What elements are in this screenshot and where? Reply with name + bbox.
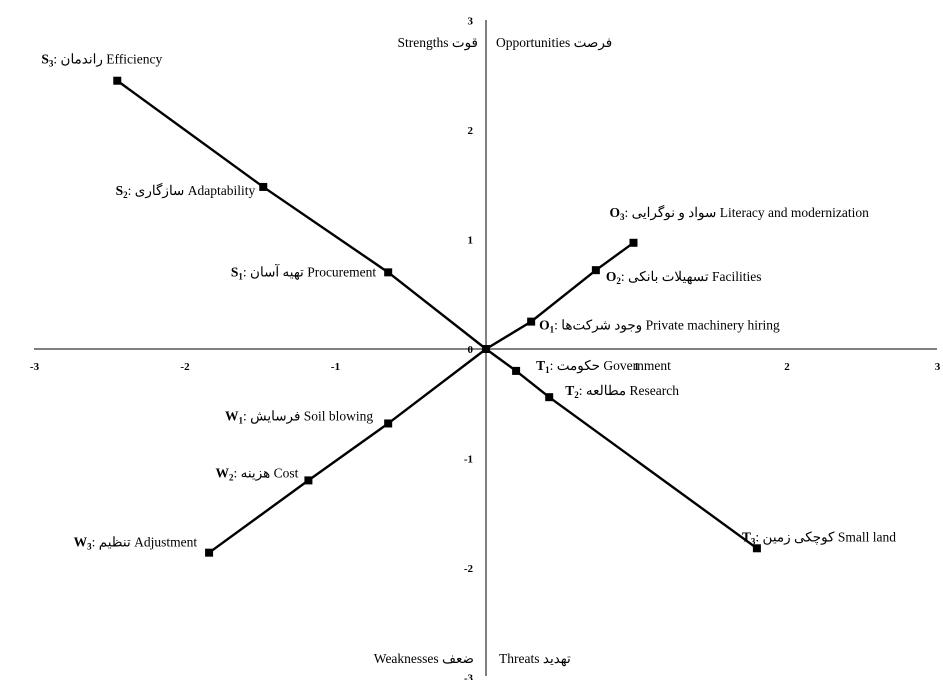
point-label-o2: O2: تسهیلات بانکی Facilities [606, 269, 762, 286]
y-tick-label: 1 [468, 235, 474, 247]
x-tick-label: -2 [180, 361, 190, 373]
point-label-o3: O3: سواد و نوگرایی Literacy and moderniz… [609, 204, 869, 222]
point-label-w2: W2: هزینه Cost [215, 465, 298, 482]
x-tick-label: 3 [935, 361, 941, 373]
series-line-t [485, 348, 758, 550]
series-line-s [116, 79, 487, 350]
point-label-t3: T3: کوچکی زمین Small land [742, 529, 896, 546]
x-tick-label: 2 [784, 361, 790, 373]
point-label-t1: T1: حکومت Government [536, 358, 671, 375]
x-tick-label: 1 [634, 361, 640, 373]
point-label-w1: W1: فرسایش Soil blowing [225, 408, 373, 425]
x-tick-label: -1 [331, 361, 340, 373]
marker-t2 [545, 393, 554, 402]
series-line-o [485, 241, 635, 351]
quadrant-label-strengths: Strengths قوت [397, 35, 478, 51]
marker-w1 [384, 419, 393, 428]
point-label-w3: W3: تنظیم Adjustment [74, 535, 198, 552]
point-label-o1: O1: وجود شرکت‌ها Private machinery hirin… [539, 318, 780, 335]
y-tick-label: 3 [468, 16, 474, 28]
marker-o2 [591, 266, 600, 275]
y-tick-label: -3 [464, 673, 474, 680]
marker-t1 [512, 366, 521, 375]
point-label-s2: S2: سازگاری Adaptability [116, 182, 256, 200]
marker-s3 [113, 76, 122, 85]
quadrant-label-threats: Threats تهدید [499, 651, 571, 667]
marker-origin [482, 345, 490, 353]
x-tick-label: -3 [30, 361, 40, 373]
marker-t3 [752, 544, 761, 553]
quadrant-label-weaknesses: Weaknesses ضعف [374, 651, 474, 666]
marker-o3 [629, 238, 638, 247]
marker-w3 [205, 548, 214, 557]
point-label-s3: S3: راندمان Efficiency [41, 52, 162, 69]
marker-s1 [384, 268, 393, 277]
point-label-s1: S1: تهیه آسان Procurement [231, 262, 377, 281]
y-tick-label: 2 [468, 125, 474, 137]
y-tick-label: -2 [464, 563, 474, 575]
marker-o1 [527, 317, 536, 326]
series-line-w [208, 348, 487, 554]
marker-w2 [304, 476, 313, 485]
origin-tick-label: 0 [468, 344, 474, 356]
quadrant-label-opportunities: Opportunities فرصت [496, 35, 612, 51]
marker-s2 [259, 182, 268, 191]
y-tick-label: -1 [464, 454, 473, 466]
point-label-t2: T2: مطالعه Research [565, 383, 679, 400]
